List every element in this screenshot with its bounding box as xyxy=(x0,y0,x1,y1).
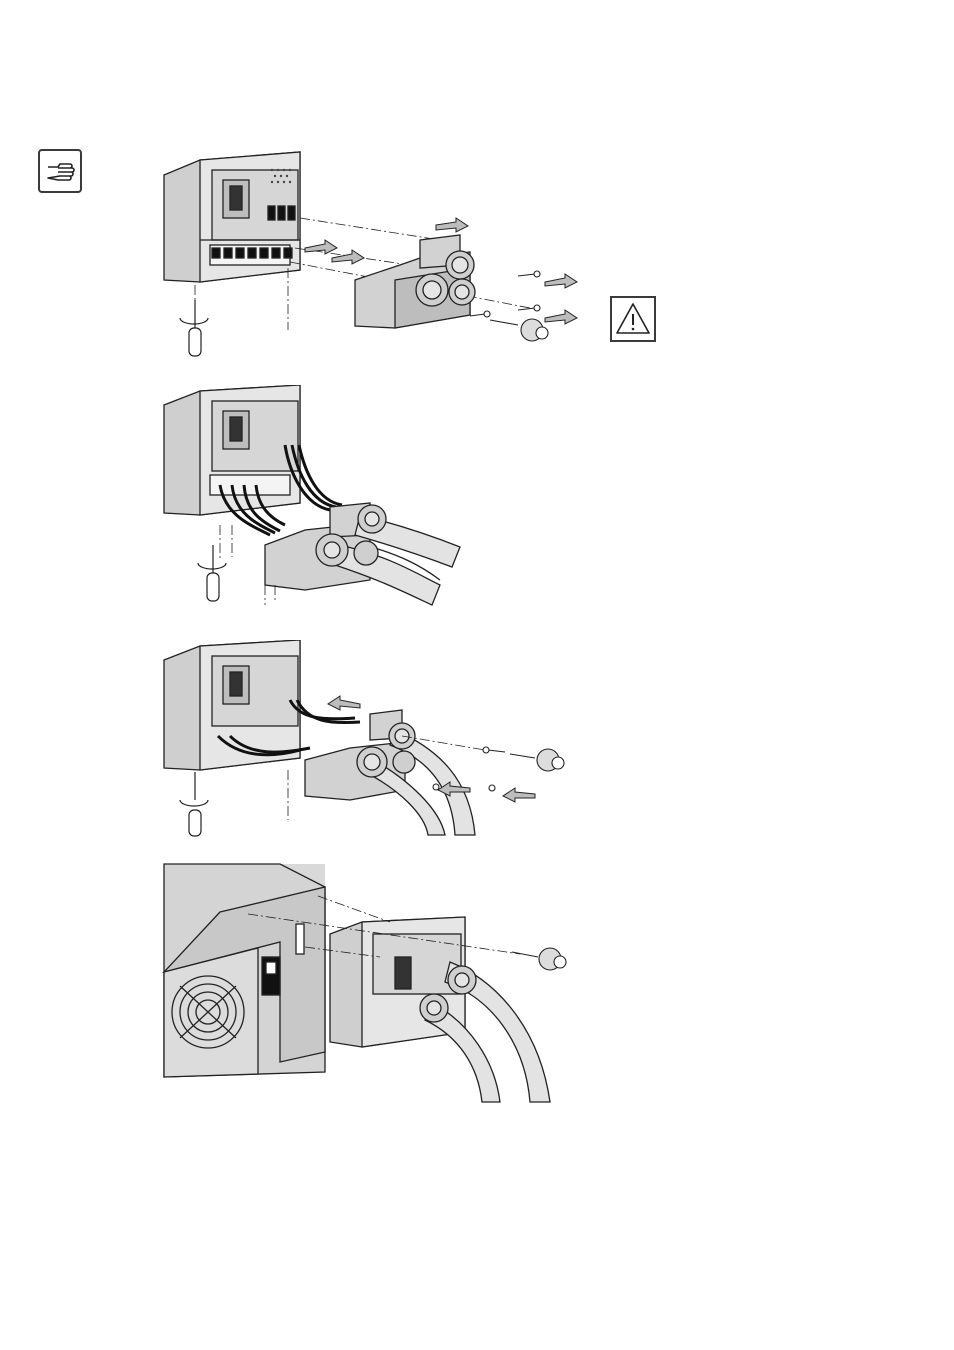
step-2-illustration xyxy=(140,385,700,615)
ups-unit xyxy=(164,864,325,1077)
step-1-illustration xyxy=(140,140,700,370)
pointing-hand-icon xyxy=(40,151,80,191)
junction-box xyxy=(164,152,300,282)
step-3-illustration xyxy=(140,640,700,840)
note-icon xyxy=(38,149,82,193)
step-4-illustration xyxy=(140,862,700,1107)
screwdriver xyxy=(180,300,208,356)
cable-cover xyxy=(355,235,475,328)
